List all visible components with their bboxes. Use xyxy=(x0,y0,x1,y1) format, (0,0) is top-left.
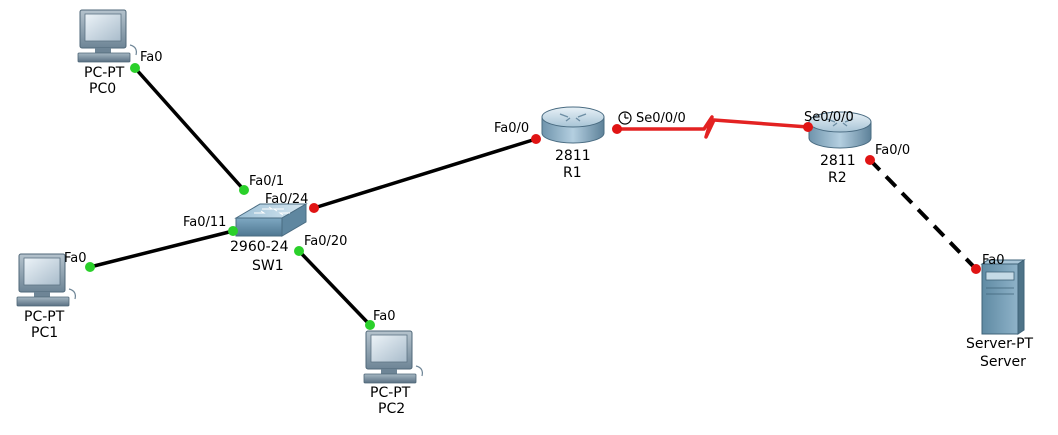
r2-se0-0-0-label: Se0/0/0 xyxy=(804,110,854,125)
server-side xyxy=(1017,259,1025,335)
server-model-label: Server-PT xyxy=(966,336,1034,352)
pc2-fa0-label: Fa0 xyxy=(373,309,396,324)
sw1-side xyxy=(281,203,307,237)
sw1-fa0-1-status-dot xyxy=(239,185,249,195)
pc2-model-label: PC-PT xyxy=(370,385,411,401)
pc1-screen xyxy=(23,257,61,286)
r1-device[interactable] xyxy=(541,106,605,144)
port-status-dots xyxy=(85,63,981,330)
sw1-fa0-11-status-dot xyxy=(228,226,238,236)
link-sw1-r1[interactable] xyxy=(313,137,537,210)
pc0-fa0-label: Fa0 xyxy=(140,50,163,65)
pc0-fa0-status-dot xyxy=(130,63,140,73)
link-pc2-sw1[interactable] xyxy=(297,249,372,327)
r2-name-label: R2 xyxy=(828,170,847,186)
sw1-fa0-20-status-dot xyxy=(294,246,304,256)
pc1-fa0-status-dot xyxy=(85,262,95,272)
pc0-screen xyxy=(84,13,122,42)
sw1-front xyxy=(235,217,283,237)
link-pc1-sw1[interactable] xyxy=(89,229,234,269)
sw1-model-label: 2960-24 xyxy=(230,239,289,255)
pc1-fa0-label: Fa0 xyxy=(64,251,87,266)
r2-top xyxy=(808,111,872,133)
r2-model-label: 2811 xyxy=(820,153,856,169)
sw1-name-label: SW1 xyxy=(252,258,284,274)
r1-model-label: 2811 xyxy=(555,148,591,164)
pc1-base xyxy=(16,296,70,307)
server-fa0-label: Fa0 xyxy=(982,253,1005,268)
r2-fa0-0-label: Fa0/0 xyxy=(875,143,910,158)
pc2-screen xyxy=(370,334,408,363)
pc1-name-label: PC1 xyxy=(31,325,58,341)
pc0-name-label: PC0 xyxy=(89,81,116,97)
r1-se0-0-0-status-dot xyxy=(612,124,622,134)
server-fa0-status-dot xyxy=(971,264,981,274)
r1-name-label: R1 xyxy=(563,165,582,181)
pc0-model-label: PC-PT xyxy=(84,65,125,81)
pc1-model-label: PC-PT xyxy=(24,309,65,325)
links xyxy=(89,66,978,327)
r1-fa0-0-status-dot xyxy=(531,134,541,144)
sw1-fa0-24-label: Fa0/24 xyxy=(265,192,308,207)
clock-icon xyxy=(618,111,632,125)
pc0-device[interactable] xyxy=(77,9,137,63)
port-labels: Fa0 Fa0/1 Fa0/24 Fa0/11 Fa0/20 Fa0 Fa0 F… xyxy=(64,50,1005,324)
sw1-fa0-24-status-dot xyxy=(309,203,319,213)
server-name-label: Server xyxy=(980,354,1026,370)
sw1-fa0-1-label: Fa0/1 xyxy=(249,174,284,189)
sw1-fa0-20-label: Fa0/20 xyxy=(304,234,347,249)
r1-se0-0-0-label: Se0/0/0 xyxy=(636,111,686,126)
r2-device[interactable] xyxy=(808,111,872,149)
server-device[interactable] xyxy=(980,259,1026,335)
pc2-device[interactable] xyxy=(363,330,423,384)
r2-se0-0-0-status-dot xyxy=(803,122,813,132)
sw1-fa0-11-label: Fa0/11 xyxy=(183,215,226,230)
pc2-base xyxy=(363,373,417,384)
pc2-name-label: PC2 xyxy=(378,401,405,417)
pc0-base xyxy=(77,52,131,63)
link-r1-r2-serial[interactable] xyxy=(617,115,809,139)
r1-fa0-0-label: Fa0/0 xyxy=(494,121,529,136)
pc2-fa0-status-dot xyxy=(365,320,375,330)
pc1-device[interactable] xyxy=(16,253,76,307)
sw1-device[interactable] xyxy=(234,203,308,237)
r1-top xyxy=(541,106,605,128)
r2-fa0-0-status-dot xyxy=(865,155,875,165)
link-r2-server[interactable] xyxy=(868,158,978,271)
link-pc0-sw1[interactable] xyxy=(133,66,246,192)
